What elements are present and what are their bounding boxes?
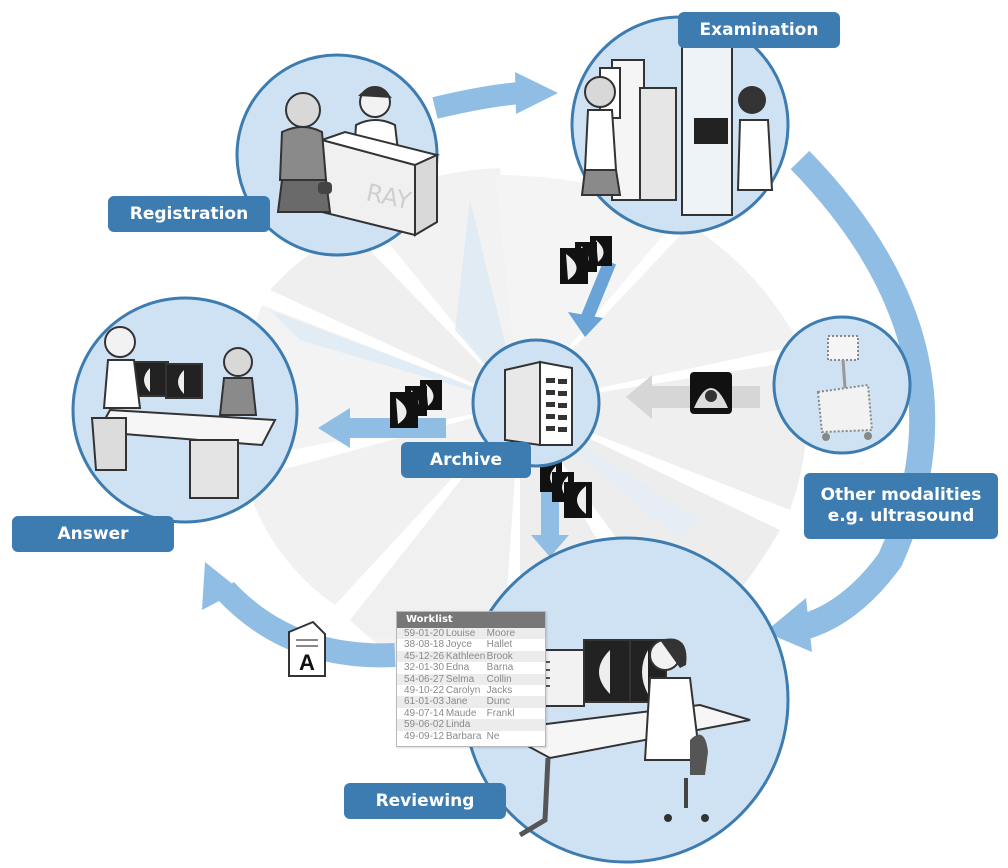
other-modalities-label: Other modalities e.g. ultrasound [804, 473, 998, 539]
archive-scene [471, 338, 601, 468]
report-document-icon: A [288, 620, 326, 677]
reviewing-label: Reviewing [344, 783, 506, 819]
registration-scene: RAY [235, 53, 441, 257]
registration-label: Registration [108, 196, 270, 232]
answer-scene [71, 296, 299, 524]
examination-scene [570, 15, 790, 235]
ultrasound-image-icon [690, 372, 732, 414]
worklist-title: Worklist [397, 612, 545, 628]
mammogram-images-answer [390, 380, 442, 428]
answer-label: Answer [12, 516, 174, 552]
examination-label: Examination [678, 12, 840, 48]
flow-arrow-registration-to-examination [432, 72, 558, 119]
report-icon-letter: A [299, 650, 315, 675]
arrow-examination-to-archive [568, 259, 617, 337]
mammogram-images-reviewing [540, 462, 592, 518]
archive-label: Archive [401, 442, 531, 478]
ultrasound-scene [772, 315, 912, 455]
mammogram-images-examination [560, 236, 612, 284]
